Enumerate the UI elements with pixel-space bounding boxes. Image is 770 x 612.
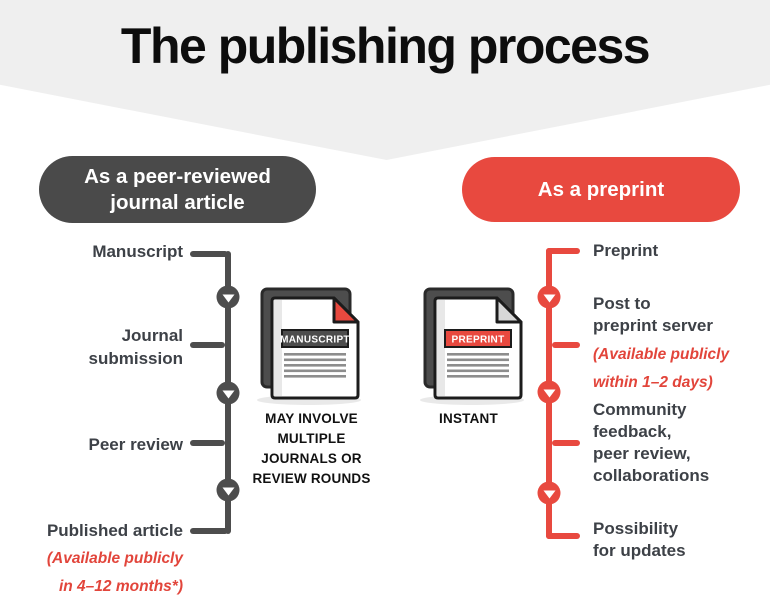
manuscript-doc-icon: MANUSCRIPT xyxy=(257,287,361,405)
doc-text-lines xyxy=(284,353,346,378)
step-node xyxy=(216,381,240,405)
step-label-published-article: Published article xyxy=(46,521,183,540)
chevron-down-icon xyxy=(543,389,555,397)
chevron-down-icon xyxy=(222,294,234,302)
step-node xyxy=(216,478,240,502)
step-label-peer-review: Peer review xyxy=(88,435,183,454)
step-node xyxy=(537,380,561,404)
timeline-connector xyxy=(190,440,225,446)
step-label-post-to-server: Post to preprint server xyxy=(593,294,713,335)
step-label-manuscript: Manuscript xyxy=(92,242,183,261)
timeline-connector xyxy=(190,251,228,257)
chevron-down-icon xyxy=(543,294,555,302)
step-label-journal-submission: Journal submission xyxy=(88,326,183,368)
doc-badge: MANUSCRIPT xyxy=(280,335,350,346)
journal-heading-label: As a peer-reviewed journal article xyxy=(84,164,271,214)
doc-badge: PREPRINT xyxy=(452,335,505,346)
step-node xyxy=(537,481,561,505)
preprint-doc-icon: PREPRINT xyxy=(420,287,524,405)
doc-text-lines xyxy=(447,353,509,378)
timeline-connector xyxy=(552,440,580,446)
timeline-connector xyxy=(190,342,225,348)
journal-availability-note: (Available publicly in 4–12 months*) xyxy=(46,550,183,595)
timeline-connector xyxy=(190,528,228,534)
chevron-down-icon xyxy=(222,390,234,398)
step-node xyxy=(216,285,240,309)
page-title: The publishing process xyxy=(120,18,651,74)
preprint-availability-note: (Available publicly within 1–2 days) xyxy=(593,346,730,391)
preprint-heading-pill: As a preprint xyxy=(462,157,740,222)
step-node xyxy=(537,285,561,309)
preprint-heading-label: As a preprint xyxy=(537,177,665,201)
timeline-connector xyxy=(546,248,580,254)
timeline-connector xyxy=(552,342,580,348)
preprint-caption: INSTANT xyxy=(439,411,498,426)
timeline-connector xyxy=(546,533,580,539)
chevron-down-icon xyxy=(543,490,555,498)
step-label-preprint: Preprint xyxy=(593,241,659,260)
step-label-possibility-updates: Possibility for updates xyxy=(593,519,686,560)
step-label-community-feedback: Community feedback, peer review, collabo… xyxy=(593,400,710,485)
chevron-down-icon xyxy=(222,487,234,495)
journal-heading-pill: As a peer-reviewed journal article xyxy=(39,156,316,223)
journal-caption: MAY INVOLVE MULTIPLE JOURNALS OR REVIEW … xyxy=(252,411,371,486)
